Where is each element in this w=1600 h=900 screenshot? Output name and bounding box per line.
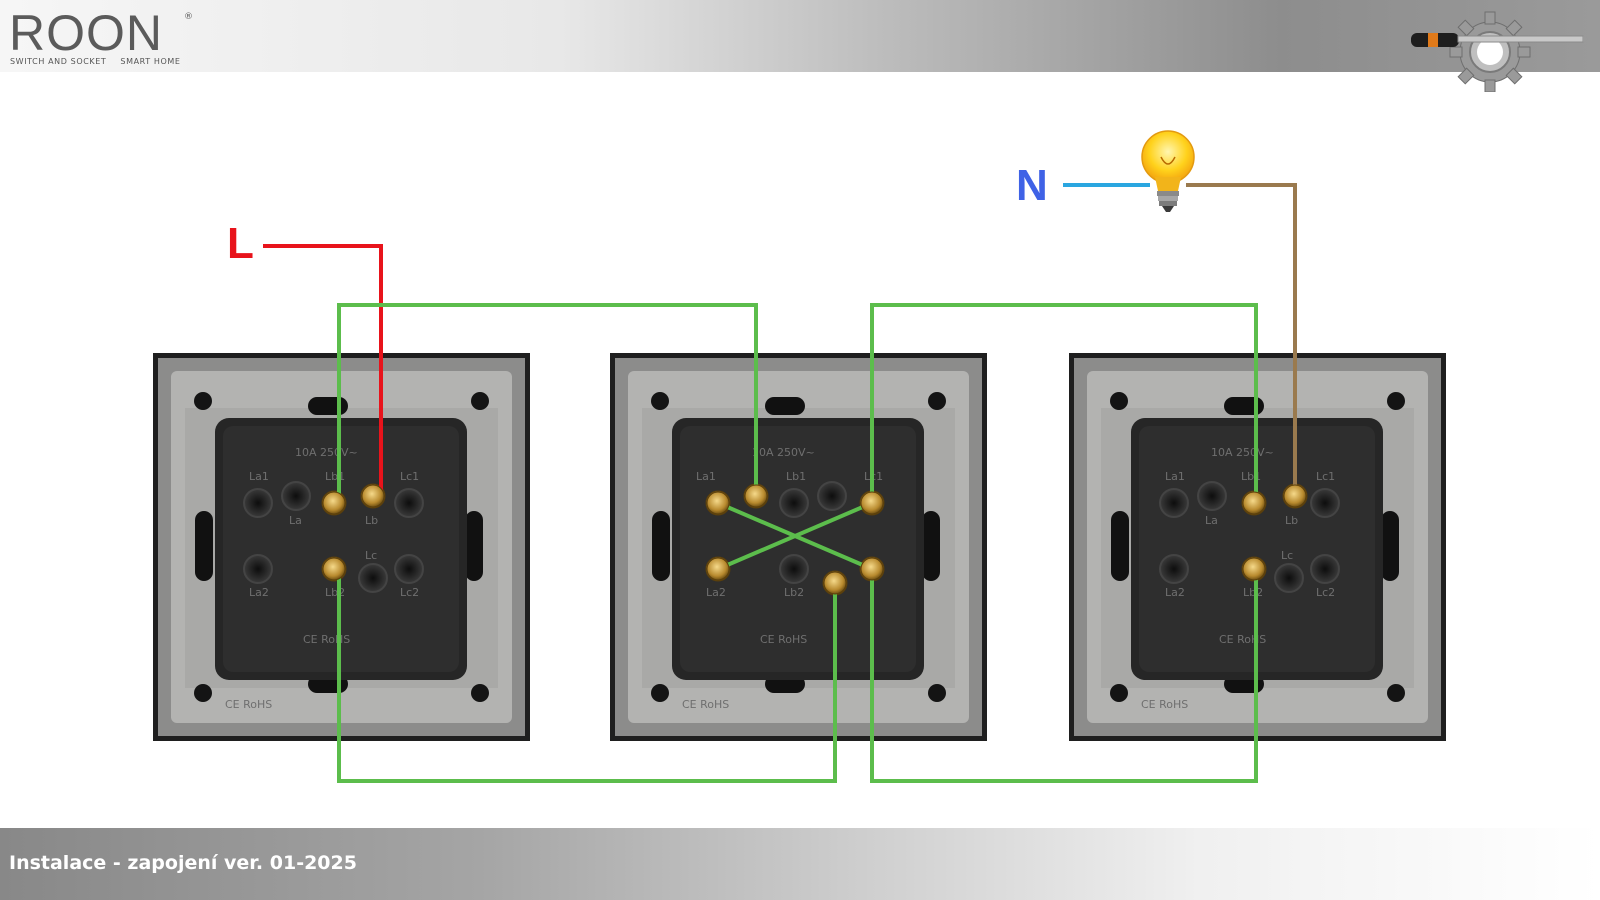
terminal-label-lb1: Lb1	[786, 470, 806, 483]
switch-2-cross: 10A 250V~ CE RoHS CE RoHS La1 Lb1 Lc1 La…	[610, 353, 987, 741]
brand-logo: ROON ® SWITCH AND SOCKET SMART HOME	[9, 5, 193, 66]
cert-marks-frame: CE RoHS	[225, 698, 272, 711]
terminal-label-la: La	[1205, 514, 1218, 527]
cert-marks: CE RoHS	[760, 633, 807, 646]
terminal-label-lb: Lb	[1285, 514, 1298, 527]
terminal-label-lc2: Lc2	[400, 586, 419, 599]
terminal-label-lc1: Lc1	[1316, 470, 1335, 483]
registered-mark: ®	[184, 12, 193, 22]
terminal-label-lb: Lb	[365, 514, 378, 527]
cert-marks: CE RoHS	[303, 633, 350, 646]
terminal-label-lb1: Lb1	[325, 470, 345, 483]
switch-1-two-way: 10A 250V~ CE RoHS CE RoHS La1 La Lb1 Lb …	[153, 353, 530, 741]
cert-marks-frame: CE RoHS	[1141, 698, 1188, 711]
traveler-wire-bottom-left	[337, 569, 837, 783]
terminal-label-lb2: Lb2	[784, 586, 804, 599]
light-bulb-icon	[1141, 130, 1195, 212]
terminal-label-la2: La2	[706, 586, 726, 599]
terminal-label-lb2: Lb2	[325, 586, 345, 599]
cert-marks-frame: CE RoHS	[682, 698, 729, 711]
traveler-wire-bottom-right	[870, 569, 1258, 783]
footer-version-text: Instalace - zapojení ver. 01-2025	[9, 852, 357, 874]
terminal-label-lc: Lc	[365, 549, 377, 562]
live-label: L	[227, 219, 254, 268]
terminal-label-la2: La2	[249, 586, 269, 599]
footer-bar: Instalace - zapojení ver. 01-2025	[0, 828, 1600, 900]
screwdriver-gear-icon	[1411, 11, 1588, 92]
tagline-left: SWITCH AND SOCKET	[10, 57, 107, 66]
terminal-label-lc: Lc	[1281, 549, 1293, 562]
terminal-label-lb1: Lb1	[1241, 470, 1261, 483]
terminal-label-lb2: Lb2	[1243, 586, 1263, 599]
terminal-label-lc2: Lc2	[1316, 586, 1335, 599]
rating-text: 10A 250V~	[1211, 446, 1274, 459]
brand-tagline: SWITCH AND SOCKET SMART HOME	[10, 57, 210, 66]
terminal-label-la1: La1	[1165, 470, 1185, 483]
header-bar: ROON ® SWITCH AND SOCKET SMART HOME	[0, 0, 1600, 92]
traveler-wire-top-left	[337, 303, 758, 503]
cross-wire-2	[717, 501, 873, 571]
traveler-wire-top-right	[870, 303, 1258, 503]
brand-name: ROON	[9, 5, 163, 61]
rating-text: 10A 250V~	[752, 446, 815, 459]
cert-marks: CE RoHS	[1219, 633, 1266, 646]
switched-live-wire	[1186, 183, 1297, 497]
terminal-label-la1: La1	[249, 470, 269, 483]
neutral-label: N	[1016, 161, 1048, 210]
rating-text: 10A 250V~	[295, 446, 358, 459]
terminal-label-la2: La2	[1165, 586, 1185, 599]
live-wire	[263, 244, 383, 497]
tagline-right: SMART HOME	[120, 57, 181, 66]
terminal-label-la1: La1	[696, 470, 716, 483]
terminal-label-la: La	[289, 514, 302, 527]
terminal-label-lc1: Lc1	[400, 470, 419, 483]
